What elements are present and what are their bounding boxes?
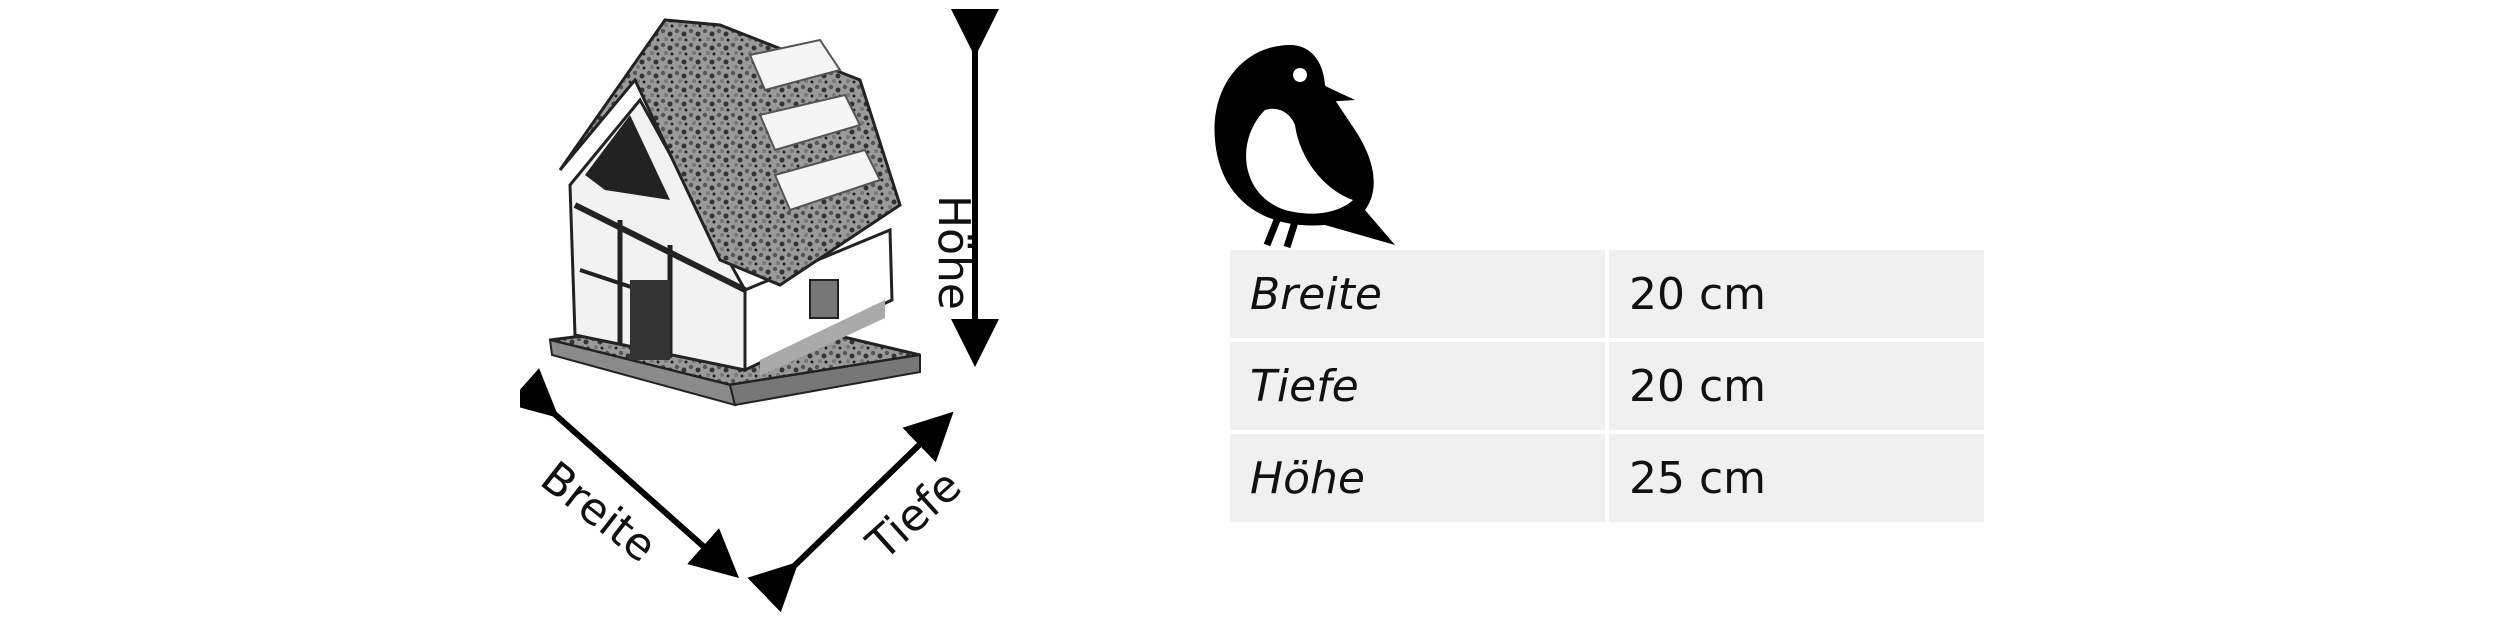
row-value-depth: 20 cm: [1609, 342, 1984, 434]
table-row: Breite 20 cm: [1230, 250, 1984, 342]
birdhouse-illustration: Höhe Breite Tiefe: [520, 0, 1040, 625]
table-row: Höhe 25 cm: [1230, 434, 1984, 526]
row-label-width: Breite: [1230, 250, 1609, 342]
row-value-height: 25 cm: [1609, 434, 1984, 526]
bird-icon: [1214, 45, 1395, 249]
row-label-height: Höhe: [1230, 434, 1609, 526]
row-value-width: 20 cm: [1609, 250, 1984, 342]
table-row: Tiefe 20 cm: [1230, 342, 1984, 434]
height-label: Höhe: [928, 195, 979, 310]
birdhouse-drawing: [520, 9, 999, 613]
row-label-depth: Tiefe: [1230, 342, 1609, 434]
dimensions-table: Breite 20 cm Tiefe 20 cm Höhe 25 cm: [1230, 250, 1984, 526]
